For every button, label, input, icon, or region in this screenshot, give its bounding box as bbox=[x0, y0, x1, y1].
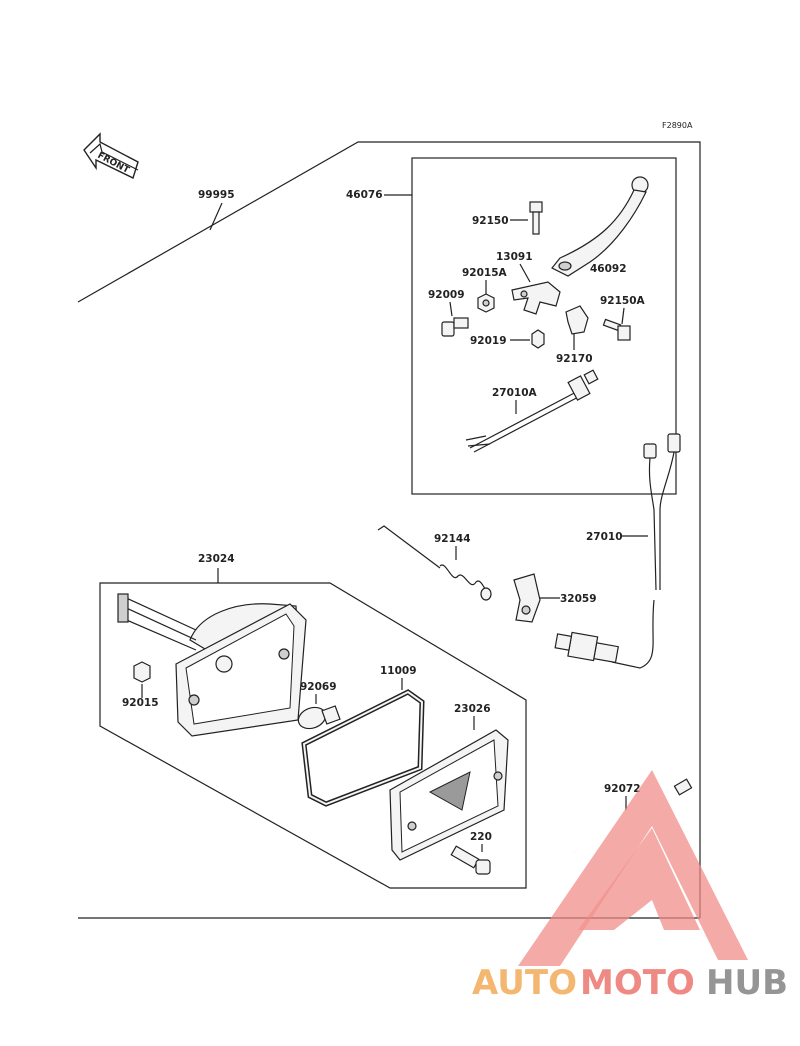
lever-46092 bbox=[551, 176, 649, 277]
watermark-logo-icon bbox=[518, 770, 748, 966]
watermark: AUTO MOTO HUB bbox=[472, 770, 788, 1003]
clamp-92170 bbox=[565, 305, 589, 335]
label-32059: 32059 bbox=[560, 593, 597, 605]
label-92009: 92009 bbox=[428, 289, 465, 301]
wire-27010a bbox=[465, 369, 599, 453]
label-13091: 13091 bbox=[496, 251, 533, 263]
label-92015: 92015 bbox=[122, 697, 159, 709]
bolt-92150 bbox=[529, 201, 543, 235]
bracket-13091 bbox=[511, 281, 561, 315]
label-92019: 92019 bbox=[470, 335, 507, 347]
label-11009: 11009 bbox=[380, 665, 417, 677]
screw-92009 bbox=[441, 317, 469, 337]
bulb-92069 bbox=[297, 705, 341, 730]
nut-92019 bbox=[531, 329, 545, 349]
label-92069: 92069 bbox=[300, 681, 337, 693]
lens-23026 bbox=[389, 729, 509, 861]
label-23026: 23026 bbox=[454, 703, 491, 715]
wire-27010 bbox=[554, 433, 681, 669]
label-46076: 46076 bbox=[346, 189, 383, 201]
label-92150: 92150 bbox=[472, 215, 509, 227]
screw-220 bbox=[450, 845, 491, 875]
taillight-housing bbox=[117, 593, 307, 737]
gasket-11009 bbox=[301, 689, 425, 807]
label-92144: 92144 bbox=[434, 533, 471, 545]
front-arrow: FRONT bbox=[83, 132, 139, 179]
taillight-assembly-box bbox=[99, 582, 527, 889]
label-99995: 99995 bbox=[198, 189, 235, 201]
nut-92015 bbox=[133, 661, 151, 683]
label-23024: 23024 bbox=[198, 553, 235, 565]
bracket-32059 bbox=[513, 573, 541, 623]
figure-code: F2890A bbox=[662, 121, 693, 130]
label-27010: 27010 bbox=[586, 531, 623, 543]
switch-assembly-box bbox=[411, 157, 677, 495]
spring-92144 bbox=[377, 525, 492, 601]
label-220: 220 bbox=[470, 831, 492, 843]
label-92150a: 92150A bbox=[600, 295, 646, 307]
label-92170: 92170 bbox=[556, 353, 593, 365]
watermark-hub: HUB bbox=[706, 963, 788, 1003]
label-92072: 92072 bbox=[604, 783, 641, 795]
label-46092: 46092 bbox=[590, 263, 627, 275]
label-27010a: 27010A bbox=[492, 387, 538, 399]
watermark-auto: AUTO bbox=[472, 963, 577, 1003]
nut-92015a bbox=[477, 293, 495, 313]
label-92015a: 92015A bbox=[462, 267, 508, 279]
watermark-moto: MOTO bbox=[580, 963, 695, 1003]
bolt-92150a bbox=[602, 318, 631, 341]
